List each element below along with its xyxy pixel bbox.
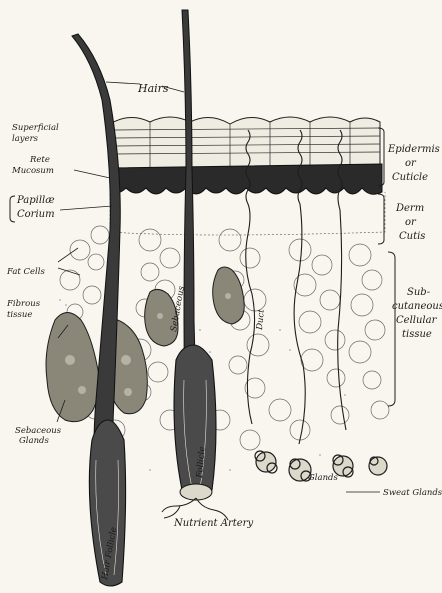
label-subcutaneous-3: Cellular (396, 315, 438, 326)
label-rete-mucosum-1: Rete (29, 155, 50, 165)
nutrient-artery-vessels (162, 498, 228, 520)
label-derm-3: Cutis (399, 231, 425, 242)
label-fat-cells: Fat Cells (6, 267, 45, 277)
label-hairs: Hairs (137, 82, 169, 95)
label-duct: Duct (255, 308, 267, 331)
label-derm-2: or (405, 217, 417, 228)
left-hair-and-follicle (72, 34, 126, 586)
label-sebaceous-glands-1: Sebaceous (15, 426, 62, 436)
label-superficial-layers-1: Superficial (12, 123, 59, 133)
label-derm-1: Derm (395, 203, 424, 214)
label-sebaceous-glands-2: Glands (19, 436, 49, 446)
label-rete-mucosum-2: Mucosum (11, 166, 54, 176)
right-hair-and-follicle (174, 10, 216, 500)
label-corium: Corium (17, 209, 55, 220)
label-fibrous-tissue-2: tissue (7, 310, 32, 320)
label-glands-inline: Glands (308, 473, 338, 483)
label-nutrient-artery: Nutrient Artery (173, 518, 253, 529)
label-papillae: Papillæ (16, 195, 55, 206)
label-epidermis-2: or (405, 158, 417, 169)
label-superficial-layers-2: layers (12, 134, 39, 144)
label-epidermis-3: Cuticle (392, 172, 428, 183)
label-subcutaneous-2: cutaneous (392, 301, 442, 312)
label-fibrous-tissue-1: Fibrous (6, 299, 41, 309)
label-epidermis-1: Epidermis (387, 144, 440, 155)
label-sweat-glands: Sweat Glands (383, 488, 442, 498)
corium-region (110, 190, 385, 235)
label-subcutaneous-1: Sub- (407, 287, 431, 298)
label-subcutaneous-4: tissue (402, 329, 432, 340)
